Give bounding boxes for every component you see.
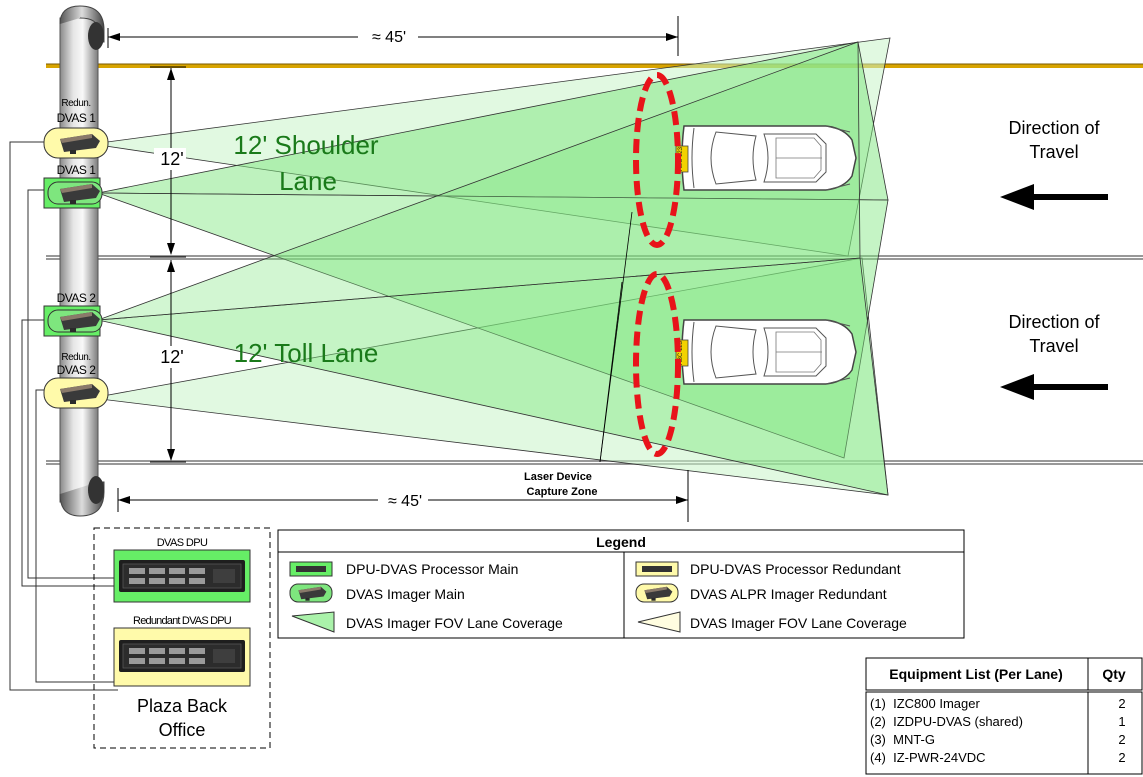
legend-swatch-fov-redundant — [637, 611, 681, 633]
redun-dvas2-label-line2: DVAS 2 — [57, 363, 97, 377]
redun-dvas2-camera-icon — [43, 377, 109, 409]
shoulder-lane-label: 12' Shoulder — [233, 130, 379, 160]
equipment-table: Equipment List (Per Lane) Qty (1) IZC800… — [865, 657, 1143, 775]
direction-bottom-label-line2: Travel — [1029, 336, 1078, 356]
vehicle-top: ABC 123 — [675, 125, 857, 191]
wiring — [9, 141, 118, 691]
dimension-bottom: ≈ 45' — [117, 470, 689, 522]
equipment-row-2-qty: 1 — [1118, 714, 1125, 729]
cameras: Redun. DVAS 1 DVAS 1 DVAS 2 Redun. DVAS … — [43, 98, 109, 409]
redundant-dpu-label: Redundant DVAS DPU — [133, 615, 232, 627]
license-plate-top-text: ABC 123 — [678, 146, 684, 171]
fov-dvas2-upper — [97, 41, 861, 321]
equipment-header-qty: Qty — [1102, 666, 1126, 682]
legend-swatch-dpu-main — [289, 561, 333, 577]
plaza-back-office: DVAS DPU Redundant DVAS DPU Plaza Back O… — [93, 527, 271, 749]
dpu-main-server-icon — [118, 559, 246, 593]
toll-lane-label: 12' Toll Lane — [234, 338, 379, 368]
legend-swatch-dpu-redundant — [635, 561, 679, 577]
dimension-vertical: 12' 12' — [150, 66, 186, 463]
capture-zone-shoulder — [633, 72, 681, 248]
license-plate-bottom-text: ABC 123 — [678, 340, 684, 365]
legend-left-item-3: DVAS Imager FOV Lane Coverage — [346, 615, 563, 631]
dimension-top: ≈ 45' — [107, 16, 679, 56]
dvas1-camera-icon — [43, 177, 103, 209]
road-lines — [46, 63, 1143, 465]
arrow-left-icon — [1000, 374, 1108, 400]
legend-left-item-1: DPU-DVAS Processor Main — [346, 561, 518, 577]
equipment-row-2-item: (2) IZDPU-DVAS (shared) — [870, 714, 1023, 729]
legend-right-item-3: DVAS Imager FOV Lane Coverage — [690, 615, 907, 631]
equipment-row-3-qty: 2 — [1118, 732, 1125, 747]
dimension-bottom-label: ≈ 45' — [388, 493, 422, 510]
redun-dvas2-label: Redun. — [61, 352, 90, 363]
legend: Legend DPU-DVAS Processor Main DVAS Imag… — [277, 529, 965, 639]
redun-dvas1-label: Redun. — [61, 98, 90, 109]
equipment-row-3-item: (3) MNT-G — [870, 732, 935, 747]
direction-bottom-label: Direction of — [1008, 312, 1100, 332]
redun-dvas1-label-line2: DVAS 1 — [57, 111, 97, 125]
dvas2-label: DVAS 2 — [57, 291, 97, 305]
dpu-redundant-server-icon — [118, 639, 246, 673]
shoulder-lane-label-line2: Lane — [279, 166, 337, 196]
back-office-boundary — [93, 527, 271, 749]
dvas1-label: DVAS 1 — [57, 163, 97, 177]
back-office-title-line2: Office — [159, 720, 206, 740]
capture-zone-toll — [633, 271, 681, 457]
legend-left-item-2: DVAS Imager Main — [346, 586, 465, 602]
back-office-title: Plaza Back — [137, 696, 228, 716]
capture-zones: Laser Device Capture Zone — [524, 72, 681, 498]
dpu-label: DVAS DPU — [157, 537, 208, 549]
dimension-toll-label: 12' — [160, 347, 183, 367]
dvas2-camera-icon — [43, 305, 103, 337]
direction-bottom: Direction of Travel — [1000, 312, 1108, 400]
legend-right-item-1: DPU-DVAS Processor Redundant — [690, 561, 901, 577]
equipment-header-item: Equipment List (Per Lane) — [889, 666, 1062, 682]
legend-swatch-imager-main — [289, 583, 333, 603]
vehicle-bottom: ABC 123 — [675, 319, 857, 385]
legend-title: Legend — [596, 534, 646, 550]
direction-top: Direction of Travel — [1000, 118, 1108, 210]
fov-dvas1-lower — [97, 192, 889, 459]
equipment-row-1-item: (1) IZC800 Imager — [870, 696, 980, 711]
legend-swatch-imager-redundant — [635, 583, 679, 603]
pole — [59, 5, 105, 517]
redun-dvas1-camera-icon — [43, 127, 109, 159]
equipment-row-1-qty: 2 — [1118, 696, 1125, 711]
equipment-row-4-item: (4) IZ-PWR-24VDC — [870, 750, 986, 765]
capture-zone-label-line2: Capture Zone — [527, 486, 598, 498]
capture-zone-label: Laser Device — [524, 471, 592, 483]
direction-top-label: Direction of — [1008, 118, 1100, 138]
dimension-shoulder-label: 12' — [160, 149, 183, 169]
arrow-left-icon — [1000, 184, 1108, 210]
legend-swatch-fov-main — [291, 611, 335, 633]
legend-right-item-2: DVAS ALPR Imager Redundant — [690, 586, 887, 602]
dimension-top-label: ≈ 45' — [372, 29, 406, 46]
direction-top-label-line2: Travel — [1029, 142, 1078, 162]
equipment-row-4-qty: 2 — [1118, 750, 1125, 765]
